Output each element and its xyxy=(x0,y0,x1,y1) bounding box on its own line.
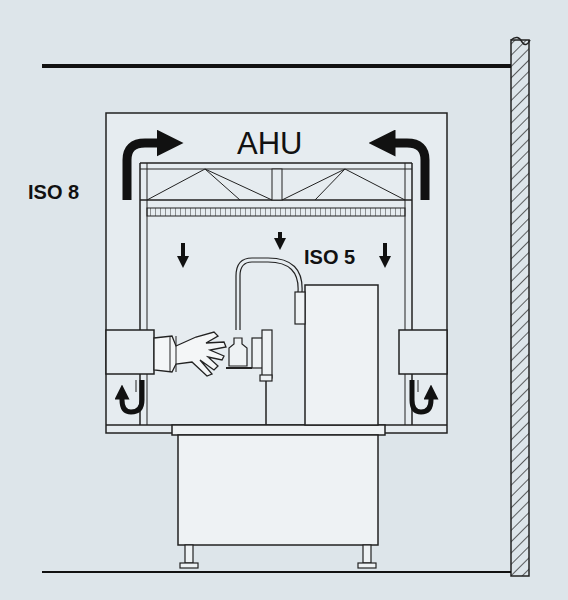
zone-label: ISO 8 xyxy=(28,182,79,202)
zone-label: ISO 5 xyxy=(304,247,355,267)
unit-label: AHU xyxy=(237,128,302,159)
